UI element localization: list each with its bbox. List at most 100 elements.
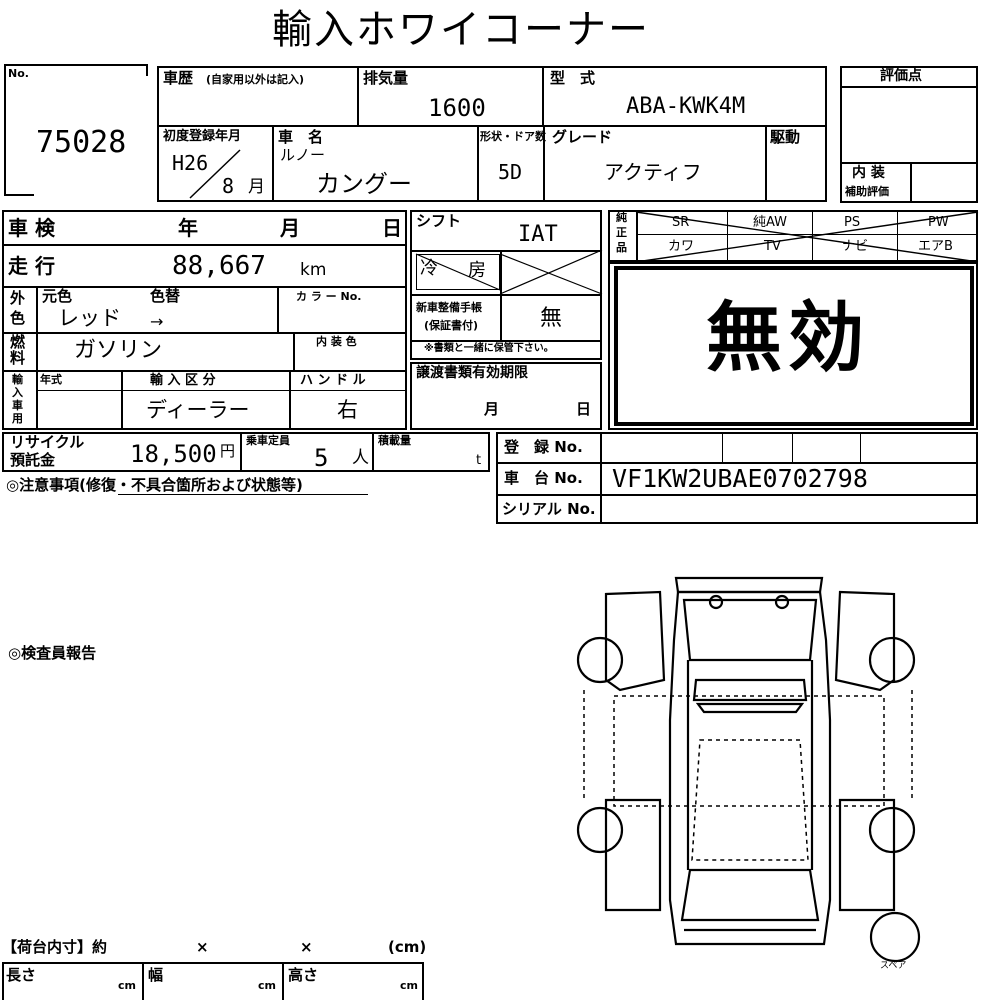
lot-number-value: 75028 xyxy=(36,125,127,160)
handle-label: ハ ン ド ル xyxy=(300,373,366,388)
interior-color-label: 内 装 色 xyxy=(316,335,357,348)
import-year-label: 年式 xyxy=(40,373,62,386)
cargo-length-label: 長さ xyxy=(6,966,37,984)
transfer-label: 譲渡書類有効期限 xyxy=(416,365,528,381)
equip-alloy: 純AW xyxy=(753,215,788,230)
manual-value: 無 xyxy=(540,306,563,331)
equip-side-3: 品 xyxy=(616,241,627,254)
model-value: ABA-KWK4M xyxy=(626,94,746,119)
car-name-label: 車 名 xyxy=(278,128,324,146)
aircon-label-2: 房 xyxy=(468,260,486,281)
stamp-inner-box xyxy=(614,266,974,426)
notes-heading: ◎注意事項(修復・不具合箇所および状態等) xyxy=(6,476,303,494)
displacement-label: 排気量 xyxy=(363,69,409,87)
cargo-grid xyxy=(2,962,424,1000)
capacity-label: 乗車定員 xyxy=(246,434,290,447)
cargo-x2: × xyxy=(300,938,313,956)
transfer-month: 月 xyxy=(484,400,500,418)
equip-pw: PW xyxy=(928,215,949,230)
equip-side-1: 純 xyxy=(616,211,627,224)
manual-note: ※書類と一緒に保管下さい。 xyxy=(424,343,554,354)
score-interior-label: 内 装 xyxy=(852,165,885,181)
color-outer-label-2: 色 xyxy=(10,309,26,327)
chassis-value: VF1KW2UBAE0702798 xyxy=(612,464,868,493)
capacity-value: 5 xyxy=(314,444,329,472)
mileage-unit: km xyxy=(300,260,327,280)
inspection-month: 月 xyxy=(280,216,300,240)
fuel-value: ガソリン xyxy=(74,338,163,363)
manual-label-2: (保証書付) xyxy=(424,319,479,332)
import-label-3: 車 xyxy=(12,399,23,412)
shift-value: IAT xyxy=(518,222,558,247)
import-type-label: 輸 入 区 分 xyxy=(150,373,216,388)
cargo-cm: (cm) xyxy=(388,938,427,956)
grade-label: グレード xyxy=(552,128,613,146)
mileage-label: 走 行 xyxy=(8,254,55,278)
recycle-label-2: 預託金 xyxy=(10,451,56,469)
recycle-value: 18,500 xyxy=(130,440,217,468)
void-stamp: 無効 xyxy=(706,293,870,382)
recycle-label-1: リサイクル xyxy=(10,433,85,451)
color-arrow: → xyxy=(150,312,164,331)
import-label-4: 用 xyxy=(12,412,23,425)
mileage-value: 88,667 xyxy=(172,251,266,281)
score-label: 評価点 xyxy=(880,68,922,84)
cargo-width-label: 幅 xyxy=(148,966,164,984)
handle-value: 右 xyxy=(337,398,358,422)
page-title: 輸入ホワイコーナー xyxy=(272,7,650,53)
vehicle-header-grid xyxy=(157,66,827,202)
inspection-day: 日 xyxy=(382,216,402,240)
transfer-box xyxy=(410,362,602,430)
color-change-label: 色替 xyxy=(150,287,181,305)
color-orig-value: レッド xyxy=(58,306,121,330)
equip-tv: TV xyxy=(764,239,781,254)
recycle-grid xyxy=(2,432,490,472)
cargo-height-label: 高さ xyxy=(288,966,319,984)
inspection-year: 年 xyxy=(178,216,198,240)
load-unit: t xyxy=(476,453,482,468)
first-reg-label: 初度登録年月 xyxy=(163,129,242,144)
cargo-x1: × xyxy=(196,938,209,956)
displacement-value: 1600 xyxy=(428,94,486,122)
aircon-label-1: 冷 xyxy=(420,258,438,279)
spare-label: スペア xyxy=(880,961,907,971)
stamp-outer-box xyxy=(608,262,978,430)
import-label-1: 輸 xyxy=(12,373,23,386)
color-outer-label-1: 外 xyxy=(10,289,26,307)
inspection-label: 車 検 xyxy=(8,216,55,240)
equip-ps: PS xyxy=(844,215,861,230)
score-box xyxy=(840,66,978,203)
chassis-label: 車 台 No. xyxy=(504,469,583,487)
cargo-height-unit: cm xyxy=(400,979,418,992)
inspector-heading: ◎検査員報告 xyxy=(8,644,97,662)
lot-number-label: No. xyxy=(8,67,29,80)
cargo-width-unit: cm xyxy=(258,979,276,992)
color-orig-label: 元色 xyxy=(42,287,73,305)
first-reg-month: 8 xyxy=(222,174,235,198)
capacity-unit: 人 xyxy=(352,448,369,468)
car-name: カングー xyxy=(316,170,412,198)
spec-grid xyxy=(2,210,407,430)
equip-leather: カワ xyxy=(668,239,695,254)
import-label-2: 入 xyxy=(12,386,23,399)
equip-airbag: エアB xyxy=(918,239,953,254)
history-note: (自家用以外は記入) xyxy=(206,73,305,86)
first-reg-year: H26 xyxy=(172,151,209,175)
cargo-heading: 【荷台内寸】約 xyxy=(2,938,108,956)
serial-label: シリアル No. xyxy=(502,500,596,518)
cargo-length-unit: cm xyxy=(118,979,136,992)
color-code-label: カ ラ ー No. xyxy=(296,290,362,303)
fuel-label-2: 料 xyxy=(10,349,26,367)
score-aux-label: 補助評価 xyxy=(845,185,889,198)
car-maker: ルノー xyxy=(280,146,326,164)
first-reg-month-unit: 月 xyxy=(248,177,265,197)
doors-label: 形状・ドア数 xyxy=(480,130,546,143)
model-label: 型 式 xyxy=(550,69,596,87)
shift-label: シフト xyxy=(416,212,462,230)
equip-navi: ナビ xyxy=(842,239,869,254)
registration-grid xyxy=(496,432,978,524)
drive-label: 駆動 xyxy=(770,128,801,146)
load-label: 積載量 xyxy=(378,434,411,447)
import-type-value: ディーラー xyxy=(146,398,250,422)
